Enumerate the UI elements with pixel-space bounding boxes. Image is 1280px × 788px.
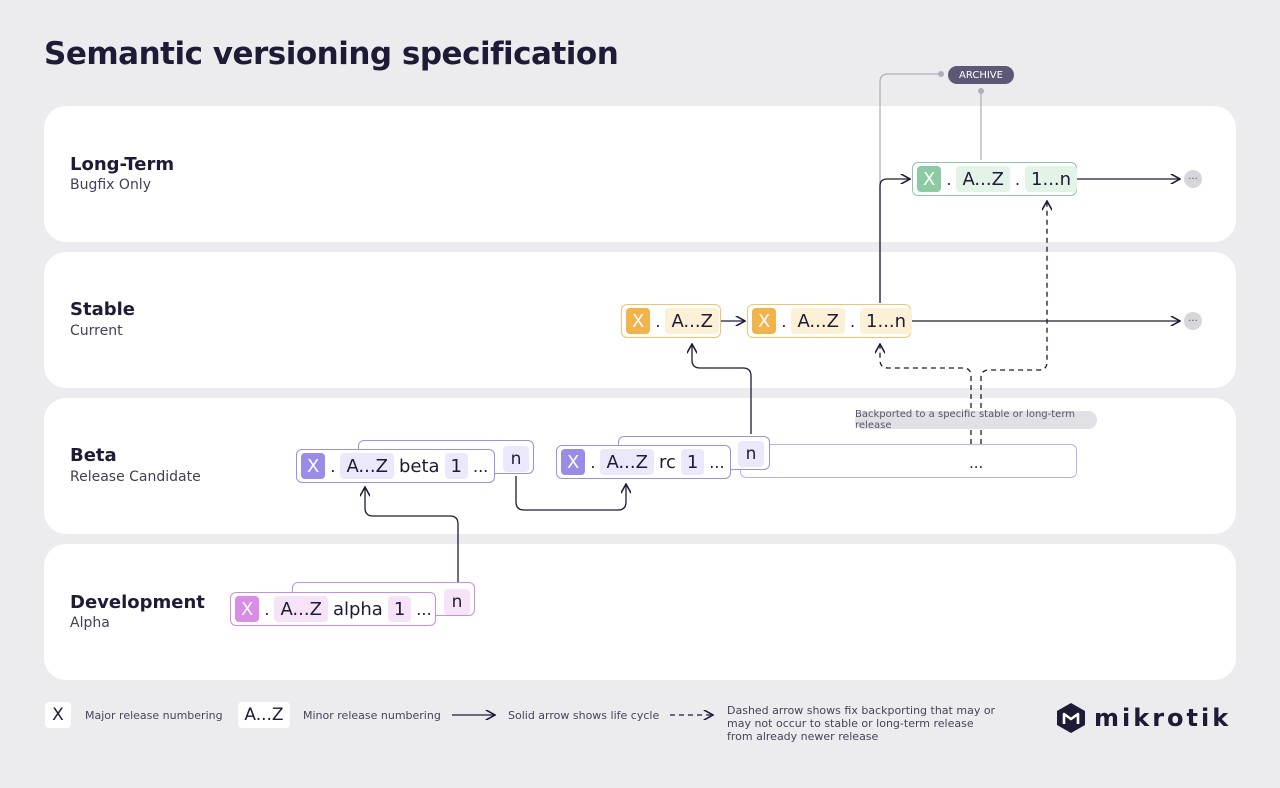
legend-dashed-text: Dashed arrow shows fix backporting that …: [727, 704, 995, 743]
beta-version-chip: X . A...Z beta 1 ...: [296, 449, 495, 483]
rc-n-cell: n: [738, 441, 764, 467]
separator: .: [655, 311, 661, 331]
lane-title: Stable: [70, 299, 135, 320]
build-cell: 1: [387, 596, 412, 622]
build-cell: 1: [680, 449, 705, 475]
stable-more-icon: ···: [1184, 312, 1202, 330]
brand-logo: mikrotik: [1056, 702, 1231, 734]
major-cell: X: [561, 449, 586, 475]
separator: .: [781, 311, 787, 331]
legend-dashed-line: Dashed arrow shows fix backporting that …: [727, 704, 996, 717]
archive-connector: [879, 73, 940, 300]
mikrotik-logo-icon: [1057, 703, 1085, 733]
page-title: Semantic versioning specification: [44, 36, 619, 72]
alpha-n-cell: n: [444, 589, 470, 615]
ellipsis: ...: [472, 456, 489, 476]
legend-dashed-line: may not occur to stable or long-term rel…: [727, 717, 974, 730]
legend-minor-text: Minor release numbering: [303, 709, 441, 722]
major-cell: X: [917, 166, 942, 192]
minor-cell: A...Z: [600, 449, 654, 475]
stage-label: rc: [658, 451, 676, 473]
rc-to-stable-arrow: [692, 344, 752, 434]
long-term-patch-chip: X . A...Z . 1...n: [912, 162, 1078, 196]
alpha-version-chip: X . A...Z alpha 1 ...: [230, 592, 436, 626]
major-cell: X: [752, 308, 777, 334]
patch-cell: 1...n: [1025, 166, 1078, 192]
rc-version-chip: X . A...Z rc 1 ...: [556, 445, 731, 479]
alpha-to-beta-arrow: [365, 487, 459, 582]
lane-title: Beta: [70, 445, 117, 466]
future-release-bar: [740, 444, 1077, 478]
lane-subtitle: Bugfix Only: [70, 177, 151, 193]
legend-major-text: Major release numbering: [85, 709, 223, 722]
long-term-more-icon: ···: [1184, 170, 1202, 188]
minor-cell: A...Z: [791, 308, 845, 334]
separator: .: [1014, 169, 1021, 189]
future-release-ellipsis: ...: [969, 454, 984, 472]
lane-title: Long-Term: [70, 154, 175, 175]
minor-cell: A...Z: [665, 308, 719, 334]
separator: .: [590, 452, 596, 472]
separator: .: [264, 599, 270, 619]
minor-cell: A...Z: [956, 166, 1010, 192]
archive-badge: ARCHIVE: [948, 66, 1014, 84]
minor-cell: A...Z: [274, 596, 328, 622]
patch-cell: 1...n: [860, 308, 913, 334]
major-cell: X: [235, 596, 260, 622]
backport-to-stable-arrow: [880, 344, 972, 444]
stage-label: alpha: [332, 598, 383, 620]
lane-title: Development: [70, 592, 205, 613]
beta-to-rc-arrow: [515, 476, 626, 511]
separator: .: [330, 456, 336, 476]
separator: .: [849, 311, 856, 331]
lane-subtitle: Alpha: [70, 615, 110, 631]
backport-to-long-term-arrow: [980, 201, 1047, 444]
ellipsis: ...: [709, 452, 725, 472]
minor-cell: A...Z: [340, 453, 394, 479]
stable-to-long-term-arrow: [879, 179, 910, 303]
separator: .: [946, 169, 952, 189]
lane-subtitle: Current: [70, 323, 123, 339]
legend-major-symbol: X: [45, 702, 71, 728]
beta-n-cell: n: [503, 446, 529, 472]
backport-note: Backported to a specific stable or long-…: [855, 409, 1097, 431]
build-cell: 1: [444, 453, 468, 479]
legend-solid-text: Solid arrow shows life cycle: [508, 709, 660, 722]
major-cell: X: [626, 308, 651, 334]
stage-label: beta: [398, 455, 440, 477]
stable-patch-chip: X . A...Z . 1...n: [747, 304, 913, 338]
legend-minor-symbol: A...Z: [238, 702, 290, 728]
lane-subtitle: Release Candidate: [70, 469, 201, 485]
legend-dashed-line: from already newer release: [727, 730, 879, 743]
brand-name: mikrotik: [1094, 704, 1232, 732]
ellipsis: ...: [416, 599, 432, 619]
stable-major-chip: X . A...Z: [621, 304, 721, 338]
major-cell: X: [301, 453, 326, 479]
